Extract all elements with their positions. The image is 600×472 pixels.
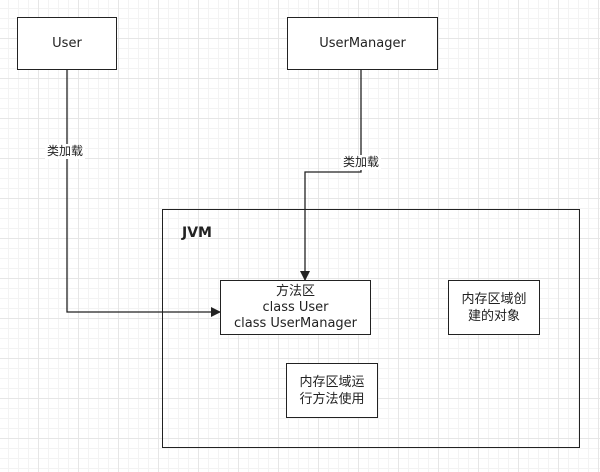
edge-label-user-manager: 类加载 [341,155,382,170]
user-manager-node: UserManager [287,17,438,70]
stack-line-2: 行方法使用 [299,391,365,407]
stack-line-1: 内存区域运 [299,374,365,390]
heap-line-1: 内存区域创 [461,291,527,307]
user-node-label: User [52,36,82,51]
stack-node: 内存区域运 行方法使用 [286,363,378,418]
edge-usermanager-to-method-area [300,70,362,281]
jvm-label: JVM [182,225,212,241]
user-node: User [17,17,117,70]
method-area-class-usermanager: class UserManager [233,315,358,331]
jvm-container [162,209,580,448]
heap-node: 内存区域创 建的对象 [448,280,540,335]
user-manager-node-label: UserManager [319,36,406,51]
heap-line-2: 建的对象 [467,308,520,324]
method-area-title: 方法区 [275,283,315,299]
edge-label-user: 类加载 [45,144,86,159]
method-area-class-user: class User [262,299,329,315]
method-area-node: 方法区 class User class UserManager [220,280,371,335]
